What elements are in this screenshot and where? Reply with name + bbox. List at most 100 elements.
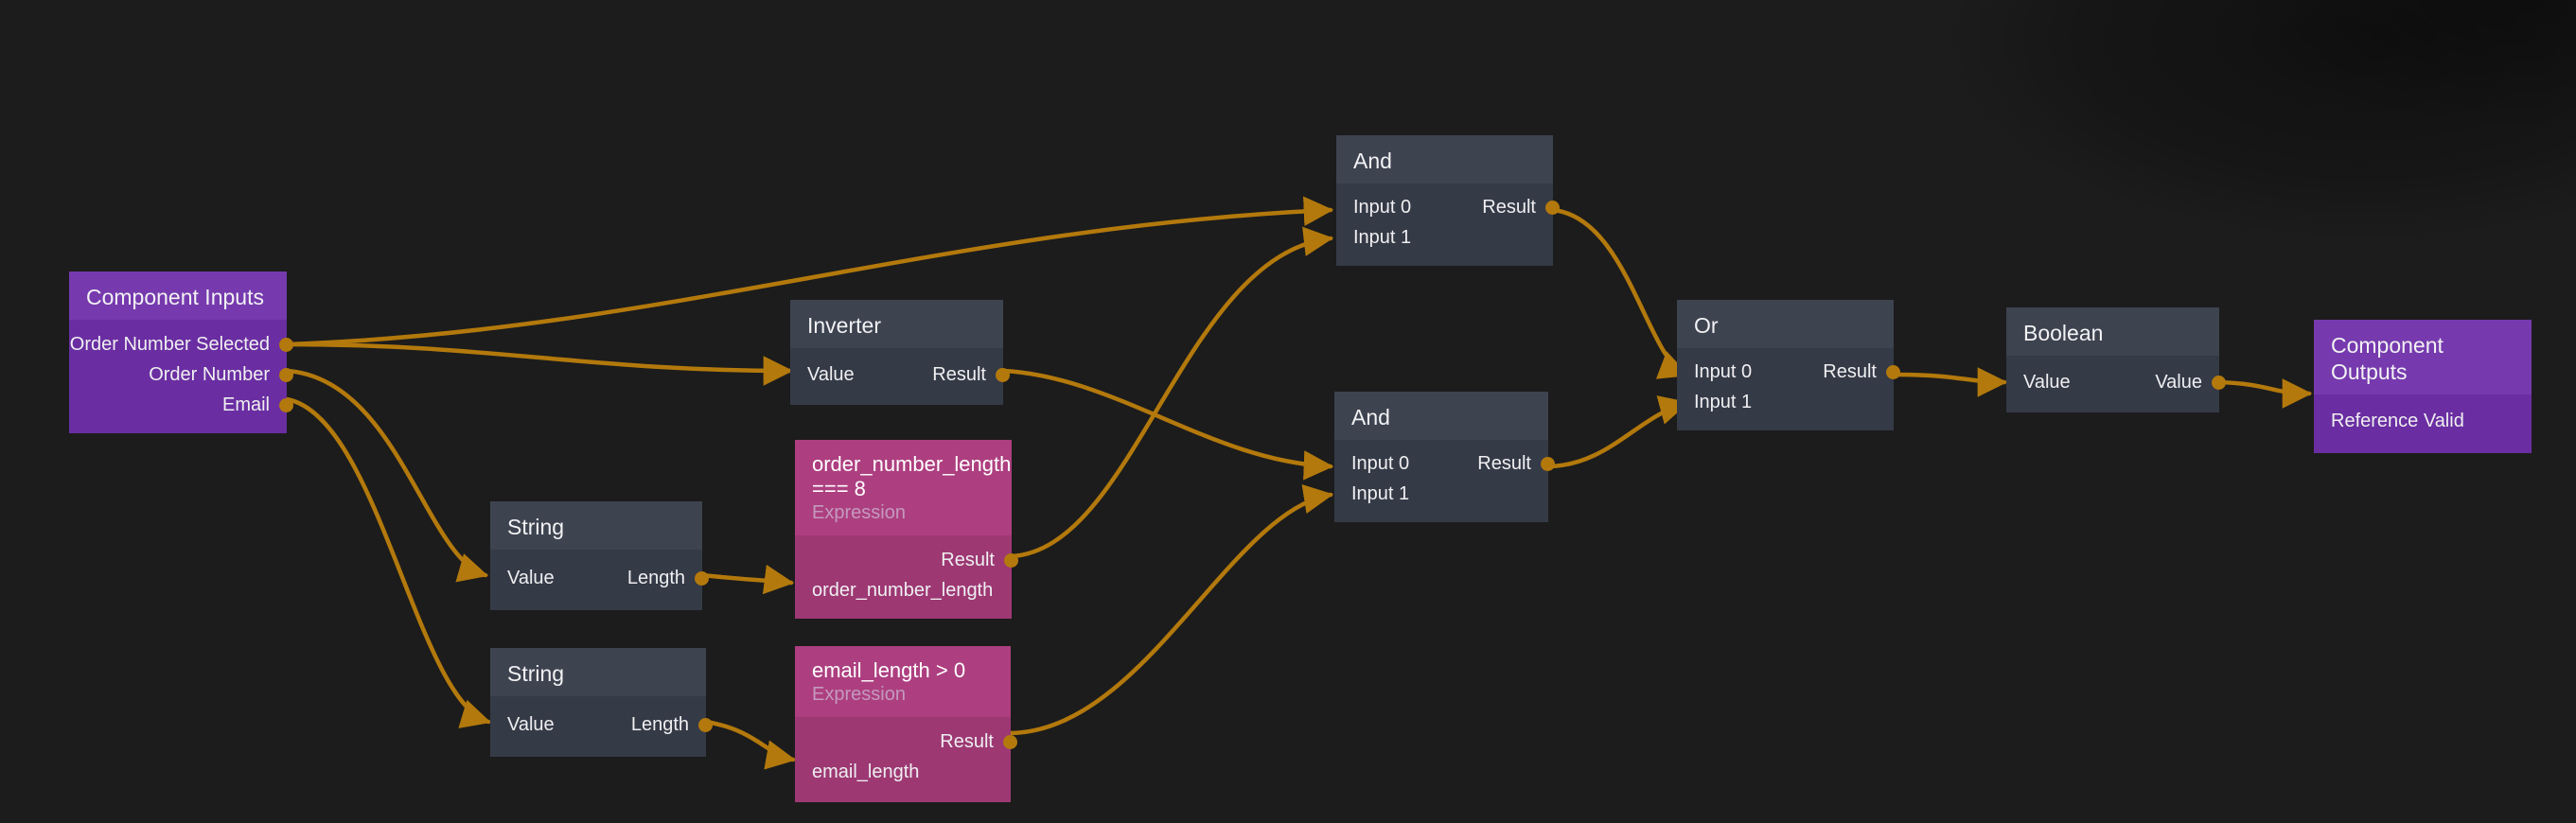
node-title: Component Outputs	[2331, 333, 2444, 384]
node-body: Input 0 Result Input 1	[1677, 348, 1900, 430]
wire-string2-to-expr-email	[703, 719, 797, 770]
output-port-dot[interactable]	[2212, 375, 2226, 390]
port-row-input-1[interactable]: Input 1	[1334, 479, 1548, 509]
node-boolean[interactable]: Boolean Value Value	[2006, 307, 2226, 412]
node-title: Component Inputs	[86, 285, 264, 309]
node-header[interactable]: order_number_length === 8 Expression	[795, 440, 1012, 535]
output-port-label: Length	[630, 714, 689, 735]
output-port-dot[interactable]	[996, 367, 1010, 382]
output-port-dot[interactable]	[1545, 200, 1560, 215]
port-row-value-length[interactable]: Value Length	[490, 709, 713, 740]
input-port-label: Input 0	[1694, 361, 1753, 382]
output-port-dot[interactable]	[1004, 552, 1018, 568]
output-port-label: Result	[1482, 197, 1536, 218]
node-title: String	[507, 661, 565, 686]
node-expression-order-number-length[interactable]: order_number_length === 8 Expression Res…	[795, 440, 1018, 619]
port-row-email-length-input[interactable]: email_length	[795, 757, 1011, 787]
output-port-label: Result	[932, 364, 986, 385]
output-port-dot[interactable]	[279, 367, 293, 382]
wire-inputs-to-inverter	[284, 341, 794, 386]
input-port-label: Value	[807, 364, 855, 385]
wire-string1-to-expr-order	[699, 564, 795, 595]
input-port-label: Input 1	[1351, 483, 1410, 504]
output-port-dot[interactable]	[279, 337, 293, 352]
node-body: Input 0 Result Input 1	[1334, 440, 1555, 522]
port-row-order-number-selected[interactable]: Order Number Selected	[69, 329, 293, 359]
node-body: Value Length	[490, 550, 709, 610]
wire-expr-order-to-and-top-in1	[1009, 226, 1334, 559]
wire-boolean-to-outputs	[2216, 378, 2313, 409]
port-row-value-result[interactable]: Value Result	[790, 359, 1010, 390]
node-string-1[interactable]: String Value Length	[490, 501, 709, 610]
node-header[interactable]: Or	[1677, 300, 1894, 348]
node-body: Result order_number_length	[795, 535, 1018, 619]
output-port-dot[interactable]	[279, 397, 293, 412]
port-label: Order Number	[149, 364, 270, 385]
input-port-label: Value	[2023, 372, 2071, 393]
node-component-outputs[interactable]: Component Outputs Reference Valid	[2314, 320, 2532, 453]
port-row-input-0-result[interactable]: Input 0 Result	[1336, 192, 1560, 222]
output-port-label: Result	[941, 550, 995, 570]
node-subtitle: Expression	[812, 684, 906, 705]
node-body: Order Number Selected Order Number Email	[69, 320, 293, 433]
node-header[interactable]: String	[490, 648, 706, 696]
node-component-inputs[interactable]: Component Inputs Order Number Selected O…	[69, 271, 293, 433]
output-port-label: Length	[626, 568, 685, 588]
output-port-label: Result	[1823, 361, 1877, 382]
node-body: Result email_length	[795, 717, 1017, 802]
wire-expr-email-to-and-bottom-in1	[1008, 483, 1334, 736]
node-title: And	[1353, 149, 1392, 173]
node-header[interactable]: String	[490, 501, 702, 550]
node-title: Inverter	[807, 313, 881, 338]
node-header[interactable]: Component Outputs	[2314, 320, 2532, 394]
input-port-label: Input 0	[1353, 197, 1412, 218]
port-row-value-value[interactable]: Value Value	[2006, 367, 2226, 397]
port-row-reference-valid[interactable]: Reference Valid	[2314, 406, 2532, 436]
port-label: Email	[221, 394, 270, 415]
wire-or-to-boolean	[1891, 367, 2008, 397]
port-row-result[interactable]: Result	[795, 545, 1018, 575]
node-inverter[interactable]: Inverter Value Result	[790, 300, 1010, 405]
port-row-value-length[interactable]: Value Length	[490, 563, 709, 593]
node-and-bottom[interactable]: And Input 0 Result Input 1	[1334, 392, 1555, 522]
node-expression-email-length[interactable]: email_length > 0 Expression Result email…	[795, 646, 1017, 802]
port-row-email[interactable]: Email	[69, 390, 293, 420]
node-subtitle: Expression	[812, 502, 906, 523]
node-or[interactable]: Or Input 0 Result Input 1	[1677, 300, 1900, 430]
node-header[interactable]: Component Inputs	[69, 271, 287, 320]
port-row-input-1[interactable]: Input 1	[1336, 222, 1553, 253]
node-title-line-2: === 8	[812, 477, 866, 500]
port-row-result[interactable]: Result	[795, 727, 1017, 757]
wire-inverter-to-and-bottom-in0	[1000, 368, 1334, 481]
port-row-order-number[interactable]: Order Number	[69, 359, 293, 390]
wire-and-bottom-to-or-in1	[1545, 395, 1690, 469]
output-port-dot[interactable]	[1003, 734, 1017, 749]
node-title: String	[507, 515, 565, 539]
port-label: Order Number Selected	[69, 334, 270, 355]
node-header[interactable]: Inverter	[790, 300, 1003, 348]
output-port-dot[interactable]	[698, 717, 713, 732]
port-row-input-1[interactable]: Input 1	[1677, 387, 1894, 417]
port-row-input-0-result[interactable]: Input 0 Result	[1677, 357, 1900, 387]
node-header[interactable]: And	[1334, 392, 1548, 440]
node-header[interactable]: email_length > 0 Expression	[795, 646, 1011, 717]
port-row-order-number-length-input[interactable]: order_number_length	[795, 575, 1012, 605]
node-header[interactable]: And	[1336, 135, 1553, 184]
node-body: Reference Valid	[2314, 394, 2532, 453]
node-and-top[interactable]: And Input 0 Result Input 1	[1336, 135, 1560, 266]
node-body: Input 0 Result Input 1	[1336, 184, 1560, 266]
input-port-label: Value	[507, 714, 555, 735]
port-row-input-0-result[interactable]: Input 0 Result	[1334, 448, 1555, 479]
node-header[interactable]: Boolean	[2006, 307, 2219, 356]
node-string-2[interactable]: String Value Length	[490, 648, 713, 757]
input-port-label: email_length	[812, 762, 920, 782]
output-port-dot[interactable]	[1541, 456, 1555, 471]
wire-and-top-to-or-in0	[1550, 207, 1689, 379]
output-port-dot[interactable]	[695, 570, 709, 586]
node-title-line-1: email_length > 0	[812, 658, 966, 682]
output-port-dot[interactable]	[1886, 364, 1900, 379]
output-port-label: Result	[1477, 453, 1531, 474]
input-port-label: order_number_length	[812, 580, 994, 601]
output-port-label: Result	[940, 731, 994, 752]
